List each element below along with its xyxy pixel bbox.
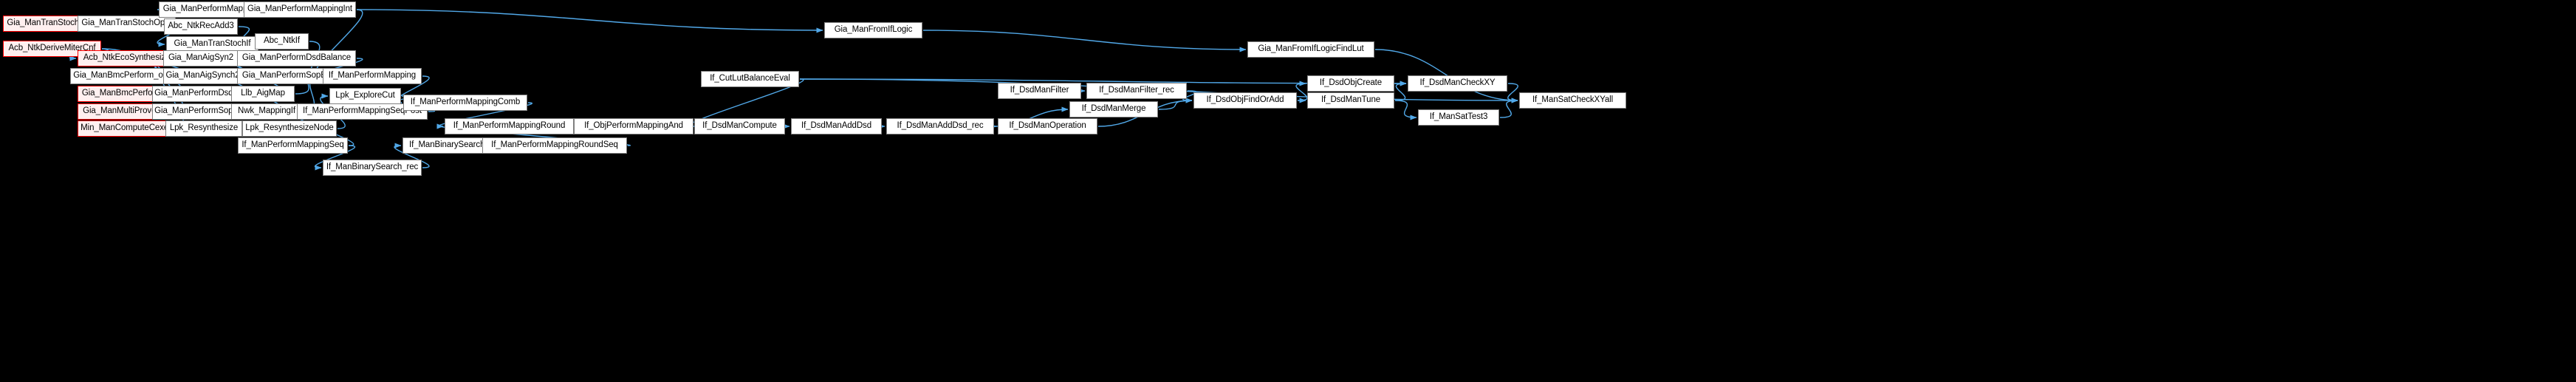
graph-node-label: Gia_ManTranStochOpt2 bbox=[81, 18, 172, 28]
graph-node-label: If_ManBinarySearch_rec bbox=[326, 163, 419, 172]
graph-node-if-dsdmanfilter[interactable]: If_DsdManFilter bbox=[998, 83, 1081, 99]
graph-node-if-mansatcheckxyall[interactable]: If_ManSatCheckXYall bbox=[1519, 92, 1626, 109]
graph-node-label: Gia_ManPerformDsdBalance bbox=[242, 53, 352, 63]
graph-node-label: If_DsdManFilter bbox=[1010, 86, 1069, 95]
graph-node-label: If_ManPerformMappingComb bbox=[410, 98, 521, 107]
graph-node-label: Gia_ManFromIfLogicFindLut bbox=[1258, 44, 1364, 54]
graph-node-if-dsdmanadddsd-rec[interactable]: If_DsdManAddDsd_rec bbox=[886, 118, 994, 134]
graph-edge bbox=[1394, 100, 1417, 120]
graph-node-label: If_DsdManCompute bbox=[702, 121, 777, 131]
graph-node-lpk-resynthesizenode[interactable]: Lpk_ResynthesizeNode bbox=[242, 120, 337, 137]
graph-node-label: If_DsdObjFindOrAdd bbox=[1206, 95, 1284, 105]
graph-node-label: Lpk_ResynthesizeNode bbox=[245, 123, 334, 133]
graph-node-llb-aigmap[interactable]: Llb_AigMap bbox=[231, 86, 295, 102]
graph-node-label: If_ManPerformMappingSeq bbox=[242, 140, 344, 150]
graph-node-abc-ntkif[interactable]: Abc_NtkIf bbox=[255, 33, 309, 50]
graph-node-if-manperformmappinground[interactable]: If_ManPerformMappingRound bbox=[445, 118, 574, 134]
graph-node-label: If_ObjPerformMappingAnd bbox=[584, 121, 683, 131]
graph-node-label: Llb_AigMap bbox=[241, 89, 285, 98]
graph-node-label: If_DsdManMerge bbox=[1081, 104, 1146, 114]
graph-node-gia-manperformdsdbalance[interactable]: Gia_ManPerformDsdBalance bbox=[237, 50, 356, 66]
graph-edge bbox=[356, 9, 823, 33]
graph-node-if-dsdmantune[interactable]: If_DsdManTune bbox=[1307, 92, 1394, 109]
graph-node-gia-manaigsyn2[interactable]: Gia_ManAigSyn2 bbox=[163, 50, 239, 66]
graph-node-label: Gia_ManAigSynch2 bbox=[165, 71, 240, 81]
graph-node-label: If_DsdManOperation bbox=[1009, 121, 1086, 131]
graph-node-if-dsdobjcreate[interactable]: If_DsdObjCreate bbox=[1307, 75, 1394, 92]
graph-node-if-cutlutbalanceeval[interactable]: If_CutLutBalanceEval bbox=[701, 71, 799, 87]
graph-node-acb-ntkecosynthesize[interactable]: Acb_NtkEcoSynthesize bbox=[78, 50, 176, 66]
graph-node-label: If_ManPerformMapping bbox=[328, 71, 417, 81]
graph-node-abc-ntkrecadd3[interactable]: Abc_NtkRecAdd3 bbox=[164, 18, 238, 35]
graph-node-if-mansattest3[interactable]: If_ManSatTest3 bbox=[1418, 109, 1499, 126]
graph-node-gia-manaigsynch2[interactable]: Gia_ManAigSynch2 bbox=[163, 68, 242, 84]
graph-edge bbox=[1158, 98, 1193, 110]
graph-node-label: Nwk_MappingIf bbox=[238, 106, 295, 116]
graph-edge bbox=[1507, 83, 1518, 103]
graph-edge bbox=[1394, 81, 1407, 101]
graph-node-label: If_DsdManFilter_rec bbox=[1099, 86, 1174, 95]
graph-node-label: If_DsdObjCreate bbox=[1319, 78, 1383, 88]
graph-node-lpk-resynthesize[interactable]: Lpk_Resynthesize bbox=[165, 120, 242, 137]
graph-node-label: If_ManPerformMappingRoundSeq bbox=[491, 140, 618, 150]
graph-edge bbox=[1295, 81, 1308, 101]
graph-node-if-dsdmanadddsd[interactable]: If_DsdManAddDsd bbox=[791, 118, 882, 134]
graph-node-if-dsdmanfilter-rec[interactable]: If_DsdManFilter_rec bbox=[1086, 83, 1187, 99]
graph-node-min-mancomputecexes[interactable]: Min_ManComputeCexes bbox=[78, 120, 176, 137]
graph-node-nwk-mappingif[interactable]: Nwk_MappingIf bbox=[231, 103, 302, 120]
graph-node-if-objperformmappingand[interactable]: If_ObjPerformMappingAnd bbox=[574, 118, 693, 134]
graph-node-label: If_DsdManTune bbox=[1320, 95, 1381, 105]
graph-node-label: Acb_NtkEcoSynthesize bbox=[83, 53, 171, 63]
graph-node-if-manbinarysearch-rec[interactable]: If_ManBinarySearch_rec bbox=[323, 160, 422, 176]
graph-node-label: If_CutLutBalanceEval bbox=[710, 74, 790, 83]
graph-edge bbox=[1499, 98, 1518, 118]
graph-node-label: Abc_NtkRecAdd3 bbox=[168, 21, 234, 31]
graph-node-if-dsdobjfindoradd[interactable]: If_DsdObjFindOrAdd bbox=[1193, 92, 1297, 109]
graph-node-label: Abc_NtkIf bbox=[264, 36, 300, 46]
graph-node-label: Gia_ManAigSyn2 bbox=[168, 53, 234, 63]
graph-node-label: If_DsdManAddDsd bbox=[801, 121, 872, 131]
graph-edge bbox=[922, 30, 1247, 52]
graph-node-gia-mantranstochopt2[interactable]: Gia_ManTranStochOpt2 bbox=[78, 16, 176, 32]
graph-node-lpk-explorecut[interactable]: Lpk_ExploreCut bbox=[329, 88, 401, 104]
graph-node-label: Lpk_ExploreCut bbox=[335, 91, 395, 100]
graph-node-if-dsdmanmerge[interactable]: If_DsdManMerge bbox=[1069, 101, 1158, 117]
graph-node-if-dsdmancompute[interactable]: If_DsdManCompute bbox=[694, 118, 785, 134]
graph-node-label: If_ManSatTest3 bbox=[1429, 112, 1488, 122]
graph-node-label: Gia_ManFromIfLogic bbox=[834, 25, 913, 35]
graph-node-label: If_DsdManAddDsd_rec bbox=[897, 121, 984, 131]
graph-node-if-manperformmapping[interactable]: If_ManPerformMapping bbox=[323, 68, 422, 84]
graph-node-if-manperformmappingseq[interactable]: If_ManPerformMappingSeq bbox=[238, 137, 348, 154]
graph-node-label: If_ManSatCheckXYall bbox=[1532, 95, 1614, 105]
graph-node-if-manperformmappingcomb[interactable]: If_ManPerformMappingComb bbox=[403, 95, 527, 111]
graph-node-gia-manperformmappingint[interactable]: Gia_ManPerformMappingInt bbox=[244, 1, 356, 18]
graph-node-if-dsdmancheckxy[interactable]: If_DsdManCheckXY bbox=[1408, 75, 1507, 92]
graph-node-gia-manfromiflogicfindlut[interactable]: Gia_ManFromIfLogicFindLut bbox=[1247, 41, 1374, 58]
graph-node-label: Gia_ManPerformMappingInt bbox=[247, 4, 353, 14]
graph-node-label: If_ManPerformMappingRound bbox=[453, 121, 566, 131]
graph-node-label: Min_ManComputeCexes bbox=[80, 123, 173, 133]
graph-node-label: Gia_ManTranStochIf bbox=[174, 39, 251, 49]
graph-node-label: If_DsdManCheckXY bbox=[1419, 78, 1496, 88]
graph-node-label: Lpk_Resynthesize bbox=[169, 123, 239, 133]
graph-node-gia-manfromiflogic[interactable]: Gia_ManFromIfLogic bbox=[824, 22, 922, 38]
graph-node-if-manperformmappingroundseq[interactable]: If_ManPerformMappingRoundSeq bbox=[482, 137, 627, 154]
graph-node-if-dsdmanoperation[interactable]: If_DsdManOperation bbox=[998, 118, 1097, 134]
